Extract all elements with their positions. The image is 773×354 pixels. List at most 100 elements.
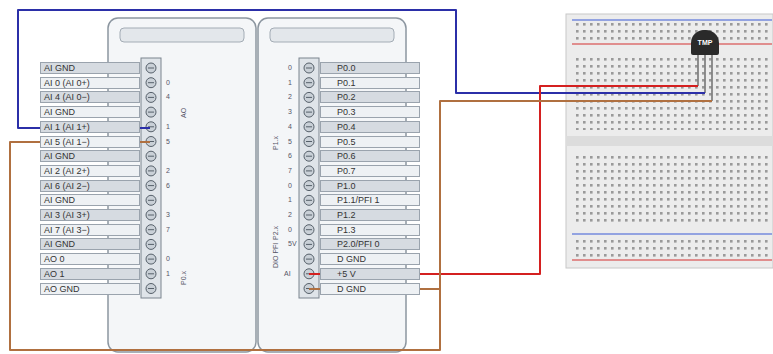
power-rail: [572, 22, 772, 42]
channel-number: 1: [166, 270, 170, 278]
pin-label: AI 0 (AI 0+): [40, 77, 140, 89]
screw: [304, 151, 314, 161]
screw: [146, 122, 156, 132]
channel-number: 1: [166, 123, 170, 131]
channel-number: 0: [288, 226, 292, 234]
pin-label: P0.0: [320, 62, 420, 74]
red-wire: [309, 86, 698, 274]
module-top: [120, 28, 244, 42]
screw: [146, 181, 156, 191]
screw: [146, 210, 156, 220]
screw: [304, 195, 314, 205]
port-label: P0.x: [180, 271, 188, 285]
pin-label: P0.1: [320, 77, 420, 89]
pin-label: P1.3: [320, 224, 420, 236]
screw: [146, 92, 156, 102]
screw: [304, 181, 314, 191]
channel-number: 6: [166, 182, 170, 190]
channel-number: 3: [288, 108, 292, 116]
screw: [146, 78, 156, 88]
pin-label: P1.1/PFI 1: [320, 194, 420, 206]
screw: [304, 239, 314, 249]
blue-wire: [18, 10, 705, 128]
screw: [146, 225, 156, 235]
channel-number: 2: [166, 167, 170, 175]
pin-label: D GND: [320, 283, 420, 295]
screw: [304, 166, 314, 176]
pin-label: P0.2: [320, 91, 420, 103]
pin-label: AI 6 (AI 2−): [40, 180, 140, 192]
terminal-block: [141, 58, 161, 298]
breadboard: [566, 14, 773, 268]
screw: [146, 166, 156, 176]
channel-number: 6: [288, 152, 292, 160]
pin-label: AI GND: [40, 62, 140, 74]
pin-label: AO GND: [40, 283, 140, 295]
pin-label: AI GND: [40, 194, 140, 206]
pin-label: AI GND: [40, 150, 140, 162]
channel-number: 1: [288, 196, 292, 204]
power-rail: [572, 237, 772, 257]
pin-label: AI 5 (AI 1−): [40, 136, 140, 148]
brown-wire: [10, 142, 440, 350]
temperature-sensor: TMP: [691, 30, 719, 55]
screw: [146, 284, 156, 294]
port-label: AO: [180, 108, 188, 118]
terminal-block: [299, 58, 319, 298]
pin-label: P0.5: [320, 136, 420, 148]
screw: [146, 107, 156, 117]
pin-label: P0.3: [320, 106, 420, 118]
screw: [304, 78, 314, 88]
pin-label: AI 4 (AI 0−): [40, 91, 140, 103]
pin-label: AI 2 (AI 2+): [40, 165, 140, 177]
channel-number: 7: [288, 167, 292, 175]
screw: [304, 225, 314, 235]
screw: [304, 122, 314, 132]
screw: [146, 269, 156, 279]
screw: [304, 254, 314, 264]
pin-label: AI GND: [40, 238, 140, 250]
channel-number: 4: [166, 93, 170, 101]
port-label: DIO PFI: [272, 243, 280, 268]
port-label: P1.x: [272, 136, 280, 150]
channel-number: AI: [284, 270, 291, 278]
screw: [146, 195, 156, 205]
screw: [304, 63, 314, 73]
channel-number: 2: [288, 211, 292, 219]
pin-label: +5 V: [320, 268, 420, 280]
terminal-strip: [572, 152, 772, 226]
channel-number: 5: [288, 138, 292, 146]
pin-label: P0.4: [320, 121, 420, 133]
module-top: [270, 28, 394, 42]
channel-number: 0: [166, 255, 170, 263]
pin-label: AO 1: [40, 268, 140, 280]
port-label: P2.x: [272, 226, 280, 240]
pin-label: D GND: [320, 253, 420, 265]
brown-wire: [309, 101, 712, 289]
channel-number: 7: [166, 226, 170, 234]
screw: [304, 92, 314, 102]
channel-number: 2: [288, 93, 292, 101]
channel-number: 0: [288, 64, 292, 72]
channel-number: 0: [288, 182, 292, 190]
pin-label: AI GND: [40, 106, 140, 118]
channel-number: 5: [166, 138, 170, 146]
pin-label: P0.6: [320, 150, 420, 162]
pin-label: AI 1 (AI 1+): [40, 121, 140, 133]
screw: [146, 151, 156, 161]
screw: [304, 137, 314, 147]
pin-label: P2.0/PFI 0: [320, 238, 420, 250]
channel-number: 4: [288, 123, 292, 131]
channel-number: 0: [166, 79, 170, 87]
screw: [304, 107, 314, 117]
screw-terminals: [146, 63, 314, 294]
screw: [304, 210, 314, 220]
screw: [146, 63, 156, 73]
pin-label: AO 0: [40, 253, 140, 265]
channel-number: 1: [288, 79, 292, 87]
pin-label: P1.2: [320, 209, 420, 221]
pin-label: AI 3 (AI 3+): [40, 209, 140, 221]
pin-label: P0.7: [320, 165, 420, 177]
pin-label: AI 7 (AI 3−): [40, 224, 140, 236]
